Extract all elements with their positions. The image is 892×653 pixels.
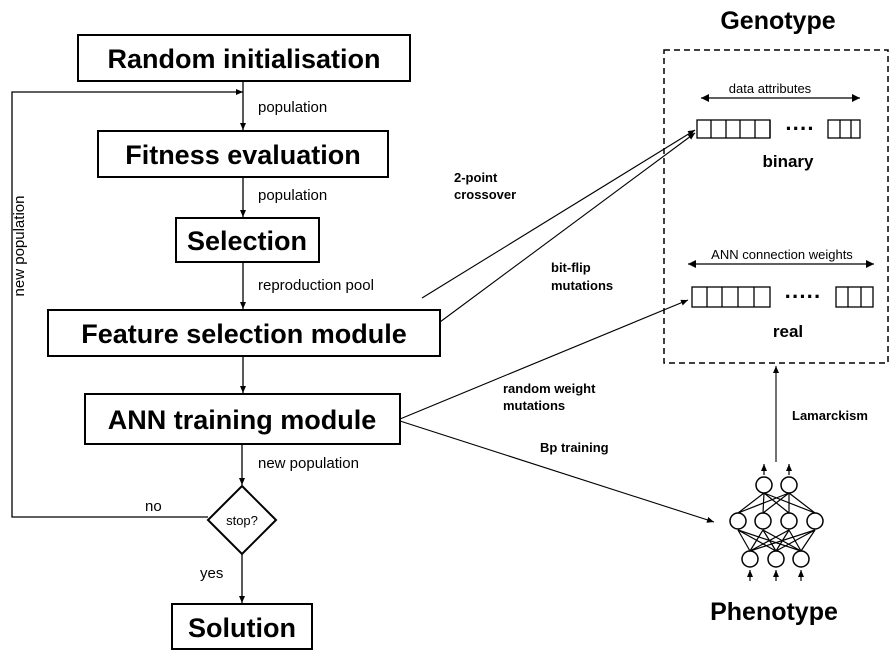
span-right-arrowhead xyxy=(852,94,860,102)
random-init-label: Random initialisation xyxy=(107,44,380,74)
genotype-title: Genotype xyxy=(720,7,835,35)
binary-label: binary xyxy=(762,152,814,171)
ann-weights-label: ANN connection weights xyxy=(711,247,853,262)
solution-label: Solution xyxy=(188,613,296,643)
edge-label-reproduction-pool: reproduction pool xyxy=(258,277,374,294)
neural-network-icon xyxy=(729,464,824,581)
edge-label-new-population: new population xyxy=(258,455,359,472)
arrow-bitflip xyxy=(439,132,696,323)
ann-module-box: ANN training module xyxy=(84,393,401,445)
real-label: real xyxy=(773,322,803,341)
span-left-arrowhead xyxy=(701,94,709,102)
edge-label-yes: yes xyxy=(200,565,223,582)
fitness-label: Fitness evaluation xyxy=(125,140,361,170)
stop-label: stop? xyxy=(226,513,258,528)
binary-chromosome xyxy=(696,119,861,139)
bitflip-label-1: bit-flip xyxy=(551,260,591,275)
random-weight-label-1: random weight xyxy=(503,381,596,396)
arrow-random-weight xyxy=(399,299,689,420)
binary-dots: ···· xyxy=(785,116,814,141)
span2-left-arrowhead xyxy=(688,260,696,268)
fitness-box: Fitness evaluation xyxy=(97,130,389,178)
bitflip-label-2: mutations xyxy=(551,278,613,293)
random-init-box: Random initialisation xyxy=(77,34,411,82)
lamarckism-label: Lamarckism xyxy=(792,408,868,423)
span2-right-arrowhead xyxy=(866,260,874,268)
crossover-label-2: crossover xyxy=(454,187,516,202)
edge-label-no: no xyxy=(145,498,162,515)
real-chromosome xyxy=(691,286,874,308)
edge-label-population-2: population xyxy=(258,187,327,204)
phenotype-title: Phenotype xyxy=(710,598,838,626)
data-attributes-label: data attributes xyxy=(729,81,812,96)
arrow-loop-back xyxy=(11,89,243,518)
arrow-bp-training xyxy=(399,420,715,523)
selection-label: Selection xyxy=(187,226,307,256)
loop-label-new-population: new population xyxy=(11,196,28,297)
selection-box: Selection xyxy=(175,217,320,263)
solution-box: Solution xyxy=(171,603,313,650)
ann-module-label: ANN training module xyxy=(108,405,377,435)
random-weight-label-2: mutations xyxy=(503,398,565,413)
feature-module-box: Feature selection module xyxy=(47,309,441,357)
real-dots: ····· xyxy=(785,284,822,309)
genotype-box xyxy=(663,49,889,364)
bp-training-label: Bp training xyxy=(540,440,609,455)
edge-label-population-1: population xyxy=(258,99,327,116)
crossover-label-1: 2-point xyxy=(454,170,498,185)
arrow-crossover xyxy=(421,129,696,299)
stop-decision: stop? xyxy=(206,484,278,556)
feature-module-label: Feature selection module xyxy=(81,319,407,349)
